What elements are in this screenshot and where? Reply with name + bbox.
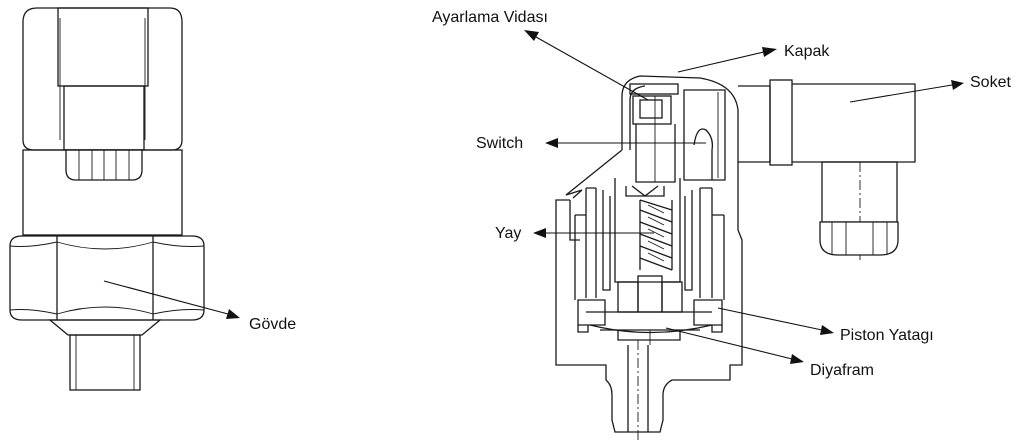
label-govde: Gövde [249, 316, 296, 333]
label-yay: Yay [495, 225, 521, 242]
label-ayarlama-vidasi: Ayarlama Vidası [432, 9, 548, 26]
leader-lines [103, 30, 964, 364]
label-switch: Switch [476, 135, 523, 152]
label-soket: Soket [970, 74, 1011, 91]
label-kapak: Kapak [784, 43, 830, 60]
section-view [555, 75, 916, 440]
external-view [9, 7, 205, 391]
label-piston-yatagi: Piston Yatagı [840, 327, 934, 344]
label-diyafram: Diyafram [810, 362, 874, 379]
